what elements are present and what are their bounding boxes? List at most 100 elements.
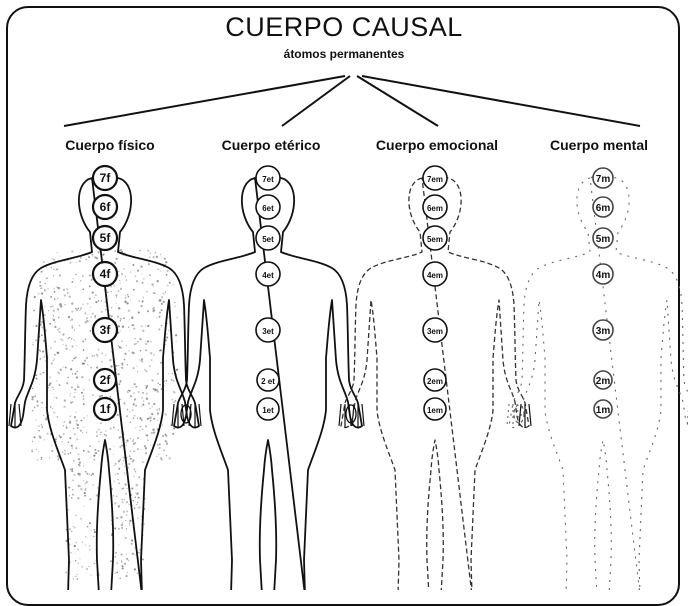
stipple-dot [45, 283, 46, 284]
stipple-dot [86, 432, 87, 433]
stipple-dot [128, 326, 129, 327]
atom-label: 2 et [261, 377, 275, 386]
stipple-dot [89, 445, 91, 447]
atom-label: 5em [427, 235, 443, 244]
stipple-dot [68, 316, 70, 318]
stipple-dot [94, 316, 96, 318]
atom-label: 3m [596, 326, 611, 337]
stipple-dot [53, 412, 55, 414]
stipple-dot [164, 381, 165, 382]
stipple-dot [65, 348, 67, 350]
stipple-dot [150, 341, 151, 342]
stipple-dot [128, 504, 129, 505]
stipple-dot [32, 410, 34, 412]
atom-emocional-2: 2em [424, 369, 446, 391]
stipple-dot [94, 459, 96, 461]
stipple-dot [94, 452, 95, 453]
stipple-dot [53, 259, 55, 261]
stipple-dot [118, 468, 120, 470]
stipple-dot [121, 341, 123, 343]
stipple-dot [145, 340, 146, 341]
stipple-dot [71, 250, 73, 252]
stipple-dot [80, 488, 82, 490]
stipple-dot [94, 297, 95, 298]
stipple-dot [49, 457, 50, 458]
atom-emocional-1: 1em [424, 398, 446, 420]
stipple-dot [68, 338, 69, 339]
stipple-dot [165, 292, 166, 293]
stipple-dot [54, 354, 56, 356]
stipple-dot [120, 283, 121, 284]
stipple-dot [59, 304, 61, 306]
stipple-dot [92, 394, 94, 396]
stipple-dot [128, 319, 129, 320]
stipple-dot [115, 294, 117, 296]
stipple-dot [125, 537, 127, 539]
atom-label: 2m [596, 376, 611, 387]
stipple-dot [148, 403, 150, 405]
stipple-dot [125, 474, 126, 475]
stipple-dot [92, 473, 94, 475]
stipple-dot [60, 436, 62, 438]
stipple-dot [152, 308, 153, 309]
stipple-dot [129, 455, 131, 457]
stipple-dot [135, 386, 137, 388]
stipple-dot [125, 295, 126, 296]
stipple-dot [117, 473, 119, 475]
atom-emocional-6: 6em [423, 195, 447, 219]
stipple-dot [91, 475, 92, 476]
stipple-dot [147, 310, 149, 312]
stipple-dot [84, 492, 86, 494]
stipple-dot [88, 256, 90, 258]
stipple-dot [58, 310, 59, 311]
stipple-dot [70, 320, 71, 321]
stipple-dot [142, 428, 144, 430]
stipple-dot [83, 395, 84, 396]
stipple-dot [68, 441, 70, 443]
stipple-dot [63, 433, 64, 434]
stipple-dot [176, 317, 178, 319]
stipple-dot [157, 420, 158, 421]
stipple-dot [151, 379, 153, 381]
stipple-dot [70, 393, 71, 394]
stipple-dot [118, 505, 119, 506]
stipple-dot [52, 305, 54, 307]
stipple-dot [77, 386, 79, 388]
stipple-dot [126, 554, 127, 555]
stipple-dot [176, 341, 177, 342]
stipple-dot [80, 257, 82, 259]
stipple-dot [149, 408, 151, 410]
stipple-dot [150, 420, 152, 422]
stipple-dot [131, 487, 133, 489]
atom-mental-7: 7m [593, 168, 613, 188]
stipple-dot [92, 313, 94, 315]
stipple-dot [81, 376, 83, 378]
atom-eterico-7: 7et [256, 166, 280, 190]
stipple-dot [134, 497, 136, 499]
stipple-dot [62, 344, 63, 345]
stipple-dot [77, 453, 79, 455]
stipple-dot [50, 382, 52, 384]
stipple-dot [156, 456, 157, 457]
atom-eterico-4: 4et [256, 262, 280, 286]
stipple-dot [85, 545, 86, 546]
stipple-dot [174, 302, 175, 303]
stipple-dot [114, 480, 115, 481]
stipple-dot [72, 401, 74, 403]
stipple-dot [106, 435, 108, 437]
stipple-dot [64, 399, 66, 401]
stipple-dot [147, 340, 149, 342]
stipple-dot [76, 542, 77, 543]
stipple-dot [57, 308, 59, 310]
stipple-dot [145, 452, 147, 454]
stipple-dot [145, 447, 147, 449]
stipple-dot [94, 529, 96, 531]
atom-label: 6f [100, 200, 112, 214]
stipple-dot [140, 426, 142, 428]
stipple-dot [118, 271, 119, 272]
stipple-dot [92, 292, 94, 294]
stipple-dot [49, 323, 51, 325]
stipple-dot [90, 275, 92, 277]
stipple-dot [48, 310, 49, 311]
stipple-dot [32, 451, 33, 452]
